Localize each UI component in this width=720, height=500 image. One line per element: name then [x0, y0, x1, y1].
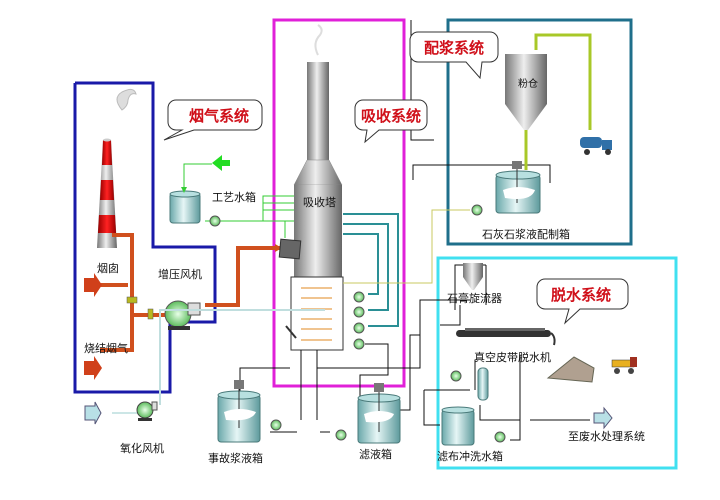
slurry-pump — [471, 204, 483, 216]
callout-flue-gas: 烟气系统 — [163, 99, 263, 141]
recirculation-pumps — [353, 291, 365, 350]
flue-gas-pipes — [100, 233, 280, 352]
emergency-tank — [217, 380, 261, 443]
label-sintering-gas: 烧结烟气 — [84, 341, 128, 355]
air-inlet-arrow — [84, 401, 102, 425]
damper — [147, 308, 154, 320]
label-vacuum-belt: 真空皮带脱水机 — [474, 350, 551, 364]
dewater-pump — [450, 370, 462, 382]
label-process-water-tank: 工艺水箱 — [212, 190, 256, 204]
wastewater-arrow — [593, 406, 613, 430]
dump-truck — [611, 357, 637, 374]
process-lines — [239, 20, 590, 441]
label-emergency-tank: 事故浆液箱 — [208, 451, 263, 465]
label-filtrate-tank: 滤液箱 — [359, 447, 392, 461]
callout-dewatering-text: 脱水系统 — [551, 286, 611, 304]
gypsum-cyclone — [463, 263, 483, 290]
callout-slurry-text: 配浆系统 — [424, 39, 484, 57]
tanker-truck — [580, 137, 612, 155]
flue-inlet-arrow-top — [84, 273, 102, 297]
flue-gas-system-box — [73, 81, 217, 394]
limestone-feed-line — [343, 209, 470, 284]
process-water-pipes — [181, 163, 300, 238]
callout-dewatering: 脱水系统 — [536, 278, 629, 325]
separator-column — [477, 367, 489, 401]
wash-pump — [494, 431, 506, 443]
label-gypsum-cyclone: 石膏旋流器 — [447, 291, 502, 305]
water-inlet-arrow — [212, 155, 230, 171]
label-limestone-tank: 石灰石浆液配制箱 — [482, 227, 570, 241]
oxidation-fan — [136, 401, 158, 421]
recirculation-pipes — [343, 213, 399, 327]
flue-inlet-arrow-bottom — [84, 356, 102, 380]
dewater-system-box — [436, 256, 678, 470]
oxidation-air-line — [159, 309, 325, 405]
cloth-wash-tank — [441, 406, 475, 446]
truck-feed-line — [534, 33, 592, 130]
gypsum-pile — [546, 356, 595, 383]
filtrate-pump — [335, 429, 347, 441]
label-absorber: 吸收塔 — [303, 195, 336, 209]
label-chimney: 烟囱 — [97, 261, 119, 275]
label-wastewater: 至废水处理系统 — [568, 429, 645, 443]
chimney — [97, 88, 137, 248]
process-water-tank — [169, 190, 201, 224]
label-cloth-wash-tank: 滤布冲洗水箱 — [437, 449, 503, 463]
water-pump — [209, 215, 221, 227]
emergency-pump — [270, 419, 282, 431]
label-booster-fan: 增压风机 — [158, 267, 202, 281]
slurry-system-box — [446, 18, 633, 246]
callout-slurry: 配浆系统 — [409, 31, 499, 80]
label-powder-silo: 粉仓 — [518, 77, 538, 90]
powder-silo — [505, 54, 547, 130]
callout-absorption-text: 吸收系统 — [361, 107, 421, 125]
label-oxidation-fan: 氧化风机 — [120, 441, 164, 455]
callout-absorption: 吸收系统 — [354, 99, 428, 144]
filtrate-tank — [357, 383, 401, 444]
damper — [126, 296, 138, 304]
absorber-tower — [278, 24, 344, 351]
limestone-slurry-tank — [495, 161, 541, 214]
callout-flue-gas-text: 烟气系统 — [189, 107, 249, 125]
vacuum-belt-filter — [456, 328, 556, 346]
